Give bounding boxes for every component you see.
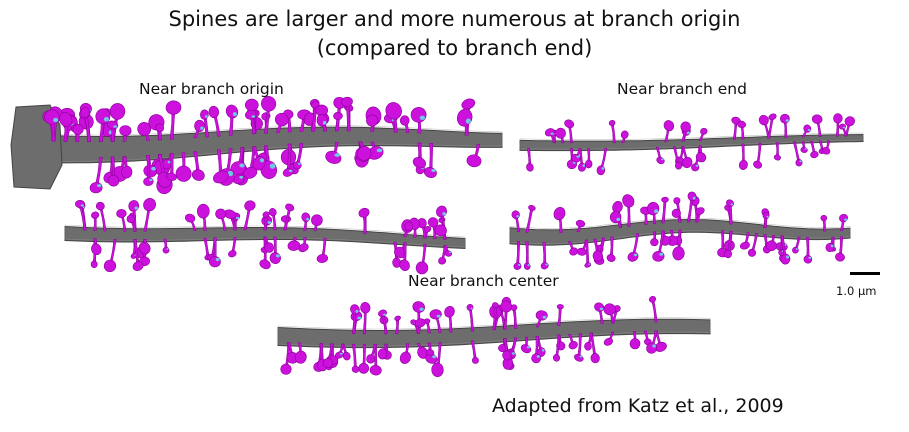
scale-bar-label: 1.0 µm [836, 284, 877, 298]
dendrite-image-branch-origin [10, 96, 503, 195]
label-near-branch-end: Near branch end [617, 80, 747, 98]
scale-bar [850, 272, 880, 275]
figure-title-line-1: Spines are larger and more numerous at b… [168, 7, 741, 31]
dendrite-image-branch-center [277, 296, 711, 377]
dendrite-image-middle-right [509, 191, 851, 270]
dendrite-image-branch-end [519, 113, 864, 176]
dendrite-image-middle-left [64, 198, 466, 275]
figure-title-line-2: (compared to branch end) [316, 36, 593, 60]
label-near-branch-center: Near branch center [408, 272, 559, 290]
source-credit: Adapted from Katz et al., 2009 [492, 395, 784, 417]
label-near-branch-origin: Near branch origin [139, 80, 284, 98]
